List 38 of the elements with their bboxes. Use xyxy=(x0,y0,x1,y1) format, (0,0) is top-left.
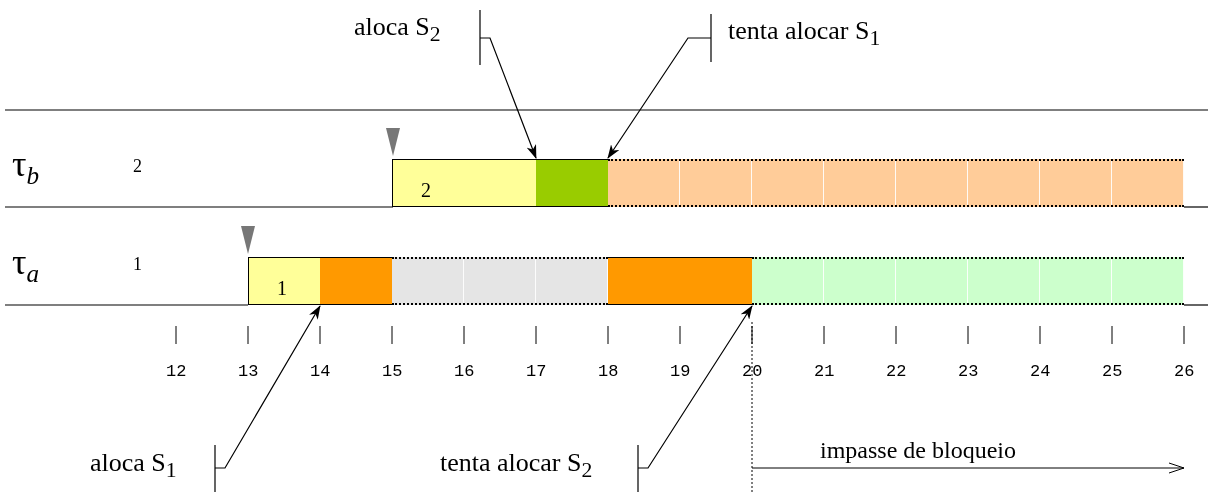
time-tick-label: 22 xyxy=(886,363,907,380)
annotation-label: tenta alocar S$_{1}$ xyxy=(728,18,881,50)
leader-line xyxy=(479,9,537,159)
execution-bar xyxy=(248,257,320,305)
time-tick-label: 13 xyxy=(238,363,259,380)
time-tick-label: 12 xyxy=(166,363,187,380)
time-tick-label: 20 xyxy=(742,363,763,380)
time-tick-label: 14 xyxy=(310,363,331,380)
leader-line xyxy=(607,13,712,159)
annotation-label: aloca S$_{1}$ xyxy=(90,450,177,482)
phase-label: impasse de bloqueio xyxy=(820,438,1016,462)
leader-line xyxy=(214,305,321,493)
execution-bar xyxy=(392,159,536,207)
time-tick-label: 23 xyxy=(958,363,979,380)
time-tick-label: 24 xyxy=(1030,363,1051,380)
priority-number: 1 xyxy=(133,255,142,273)
task-label: τ$_{a}$ xyxy=(12,244,40,287)
time-tick-label: 25 xyxy=(1102,363,1123,380)
time-tick-label: 16 xyxy=(454,363,475,380)
blocked-interval-bar xyxy=(392,257,608,305)
task-label: τ$_{b}$ xyxy=(12,146,40,189)
priority-number: 2 xyxy=(133,157,142,175)
time-tick-label: 19 xyxy=(670,363,691,380)
priority-number: 1 xyxy=(277,278,287,298)
blocked-interval-bar xyxy=(608,159,1184,207)
leader-line xyxy=(637,305,753,493)
annotation-label: aloca S$_{2}$ xyxy=(354,14,441,46)
time-tick-label: 17 xyxy=(526,363,547,380)
blocked-interval-bar xyxy=(752,257,1184,305)
execution-bar xyxy=(320,257,392,305)
execution-bar xyxy=(608,257,752,305)
priority-number: 2 xyxy=(421,180,431,200)
time-tick-label: 15 xyxy=(382,363,403,380)
annotation-label: tenta alocar S$_{2}$ xyxy=(440,450,593,482)
time-tick-label: 26 xyxy=(1174,363,1195,380)
execution-bar xyxy=(536,159,608,207)
time-tick-label: 21 xyxy=(814,363,835,380)
time-tick-label: 18 xyxy=(598,363,619,380)
